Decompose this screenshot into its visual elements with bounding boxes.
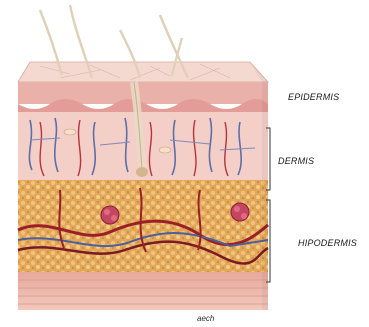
hipodermis-label: HIPODERMIS [298, 238, 357, 248]
skin-surface [18, 62, 268, 82]
dermis-label: DERMIS [278, 156, 314, 166]
epidermis-layer [18, 82, 268, 112]
muscle-base-layer [18, 272, 268, 310]
image-credit: aech [197, 314, 214, 323]
epidermis-label: EPIDERMIS [288, 92, 339, 102]
hypodermis-layer [18, 180, 268, 272]
